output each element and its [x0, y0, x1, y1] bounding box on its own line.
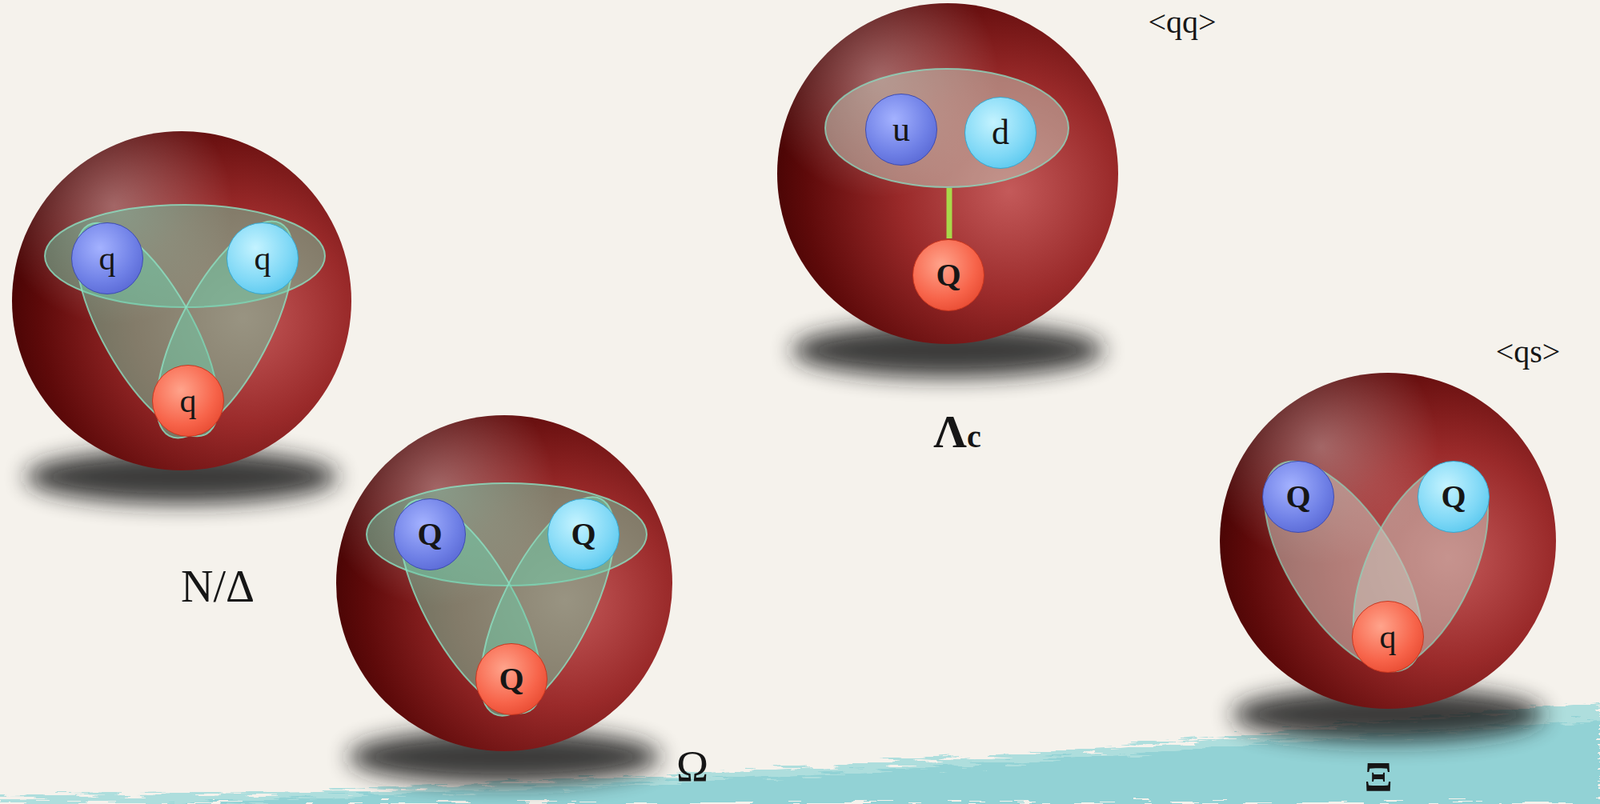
quark-circle: q: [152, 364, 225, 438]
baryon-sphere: ΩQQQ: [336, 415, 673, 752]
quark-circle: d: [964, 96, 1037, 169]
quark-circle: u: [865, 93, 938, 166]
diquark-label: <qq>: [1147, 6, 1216, 39]
quark-symbol: q: [254, 241, 272, 276]
quark-symbol: Q: [935, 259, 961, 292]
quark-circle: Q: [547, 498, 620, 571]
baryon-sphere: N/Δqqq: [12, 131, 352, 471]
quark-circle: Q: [393, 498, 466, 571]
diquark-label: <qs>: [1495, 336, 1561, 369]
baryon-sphere: ΞQQq: [1219, 372, 1556, 710]
quark-symbol: Q: [498, 663, 524, 696]
quark-symbol: q: [99, 241, 117, 276]
quark-circle: Q: [1262, 461, 1335, 534]
quark-symbol: Q: [417, 518, 442, 551]
quark-circle: q: [226, 222, 299, 295]
quark-symbol: q: [1379, 620, 1397, 654]
quark-symbol: d: [991, 115, 1010, 151]
particle-name: N/Δ: [180, 564, 255, 610]
quark-circle: q: [71, 222, 144, 295]
quark-symbol: Q: [570, 518, 596, 551]
quark-circle: q: [1351, 601, 1424, 674]
baryon-sphere: ΛcudQ: [777, 3, 1119, 345]
particle-name: Ω: [676, 745, 709, 789]
quark-symbol: Q: [1285, 481, 1311, 514]
hadron-spheres: [12, 3, 1556, 752]
diquark-correlations: [44, 68, 1516, 734]
quark-circle: Q: [912, 239, 985, 312]
quark-circle: Q: [1417, 461, 1490, 534]
quark-symbol: q: [180, 384, 197, 418]
quark-symbol: Q: [1440, 481, 1466, 514]
particle-name: Λc: [933, 409, 981, 456]
diquark-bond: [946, 188, 953, 239]
particle-name: Ξ: [1363, 757, 1392, 799]
quark-symbol: u: [892, 112, 911, 148]
quark-circle: Q: [475, 643, 548, 716]
